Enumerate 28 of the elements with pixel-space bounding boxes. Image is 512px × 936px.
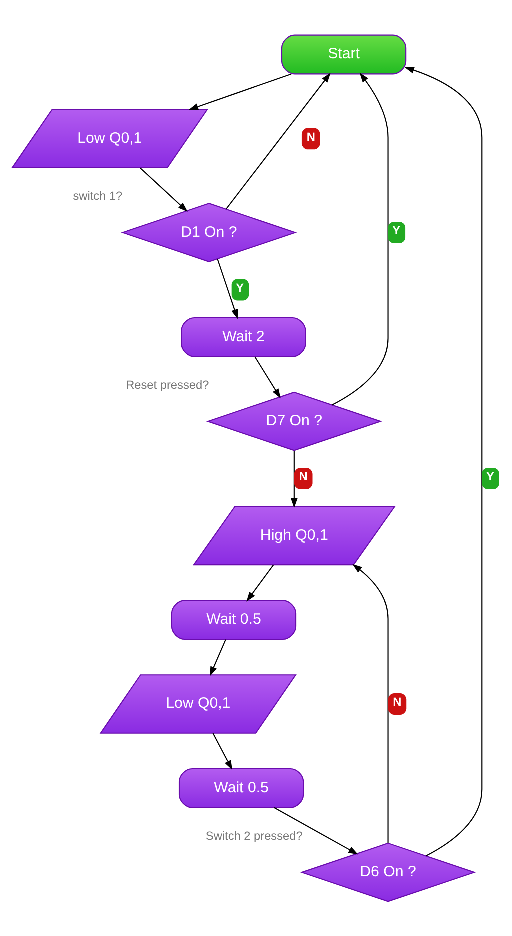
node-diamond: D6 On ? (300, 842, 476, 902)
arrow (254, 356, 281, 398)
node-box: Wait 0.5 (171, 600, 297, 640)
arrow (404, 66, 483, 856)
arrow (246, 564, 274, 602)
node-box: Wait 2 (181, 316, 306, 357)
arrow (291, 450, 298, 508)
edge-label: Y (486, 469, 494, 484)
arrow (332, 72, 389, 406)
arrow (226, 72, 331, 210)
node-box: Start (281, 34, 407, 74)
edge-label: N (393, 694, 402, 709)
edge-label: Y (392, 223, 401, 238)
edge-label: N (306, 129, 316, 144)
arrow (212, 732, 233, 770)
edge-label: N (299, 469, 308, 484)
arrow (188, 73, 292, 110)
arrow (140, 167, 188, 212)
arrow (352, 564, 389, 843)
node-diamond: D7 On ? (206, 391, 382, 451)
node-box: Wait 0.5 (178, 768, 304, 808)
arrow (217, 258, 238, 319)
arrow (210, 639, 226, 676)
edge-label: Y (236, 280, 244, 294)
node-label: Reset pressed? (126, 377, 210, 392)
node-label: switch 1? (73, 188, 123, 203)
arrow (274, 806, 358, 854)
node-label: Switch 2 pressed? (206, 828, 303, 842)
